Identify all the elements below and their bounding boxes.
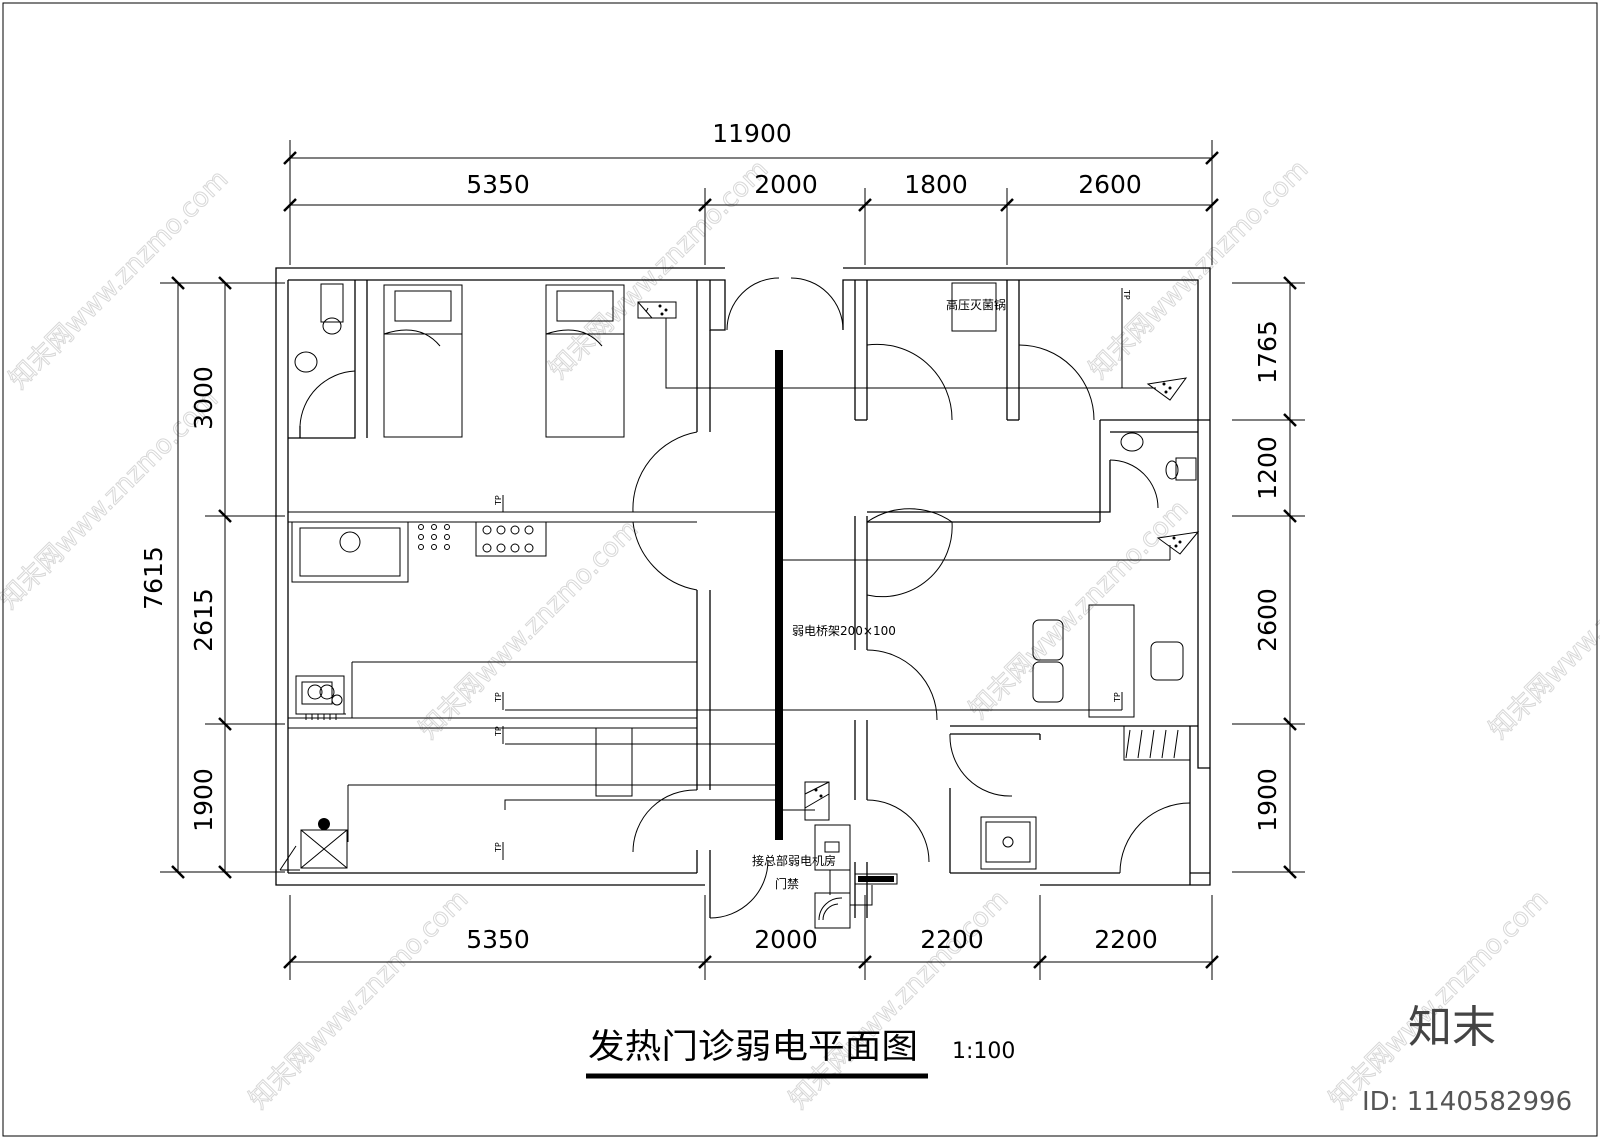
cabinet (595, 727, 633, 797)
doors (299, 277, 1191, 919)
dimension-left-total: 7615 (139, 546, 168, 610)
tp-label: TP (494, 495, 503, 506)
dimension-right: 1765 1200 2600 1900 (1232, 276, 1305, 879)
wiring (347, 300, 1171, 906)
desk (1088, 604, 1135, 718)
wireless-ap-1 (637, 301, 677, 319)
network-cabinet (814, 824, 851, 871)
tp-label: TP (494, 726, 503, 737)
tp-label: TP (1113, 692, 1122, 703)
dimension-left-2: 2615 (189, 588, 218, 652)
access-control-unit (814, 892, 851, 929)
dimension-bottom: 5350 2000 2200 2200 (283, 895, 1219, 980)
furniture (291, 282, 1197, 870)
dimension-bottom-2: 2000 (754, 925, 818, 954)
watermark-text: 知末网www.znzmo.com (544, 154, 775, 385)
drawing-title: 发热门诊弱电平面图 (588, 1027, 918, 1067)
outlet-panel-small (418, 524, 450, 550)
access-control-label: 门禁 (775, 876, 799, 891)
watermark-text: 知末网www.znzmo.com (1324, 884, 1555, 1115)
dimension-right-1: 1765 (1253, 320, 1282, 384)
dimension-top-2: 2000 (754, 170, 818, 199)
wireless-ap-2 (1146, 377, 1188, 401)
dimension-left-3: 1900 (189, 768, 218, 832)
scale-label: 1:100 (952, 1039, 1015, 1064)
tp-markers: TP TP TP TP TP TP (494, 288, 1131, 860)
dimension-top-3: 1800 (904, 170, 968, 199)
chair-1 (1032, 619, 1064, 661)
toilet-fixture (320, 283, 344, 323)
watermark-text: 知末网www.znzmo.com (964, 494, 1195, 725)
dimension-bottom-1: 5350 (466, 925, 530, 954)
dimension-right-3: 2600 (1253, 588, 1282, 652)
utility-sink (980, 816, 1037, 870)
tp-label: TP (494, 842, 503, 853)
shelving-rack (1123, 725, 1191, 761)
dimension-bottom-4: 2200 (1094, 925, 1158, 954)
dimension-left: 7615 3000 2615 1900 (139, 276, 285, 879)
bed-1 (383, 284, 463, 438)
dimension-top-total: 11900 (712, 119, 792, 148)
chair-3 (1150, 641, 1184, 681)
bed-2 (545, 284, 625, 438)
tp-label: TP (1122, 289, 1131, 300)
watermark-text: 知末网www.znzmo.com (4, 164, 235, 395)
counter-sink (291, 521, 409, 583)
brand-logo-text: 知末 (1408, 1002, 1496, 1053)
watermark-text: 知末网www.znzmo.com (784, 884, 1015, 1115)
dimension-right-2: 1200 (1253, 436, 1282, 500)
wireless-ap-3 (1156, 531, 1200, 555)
outlet-panel-large (475, 521, 547, 557)
card-reader (854, 873, 898, 885)
autoclave-fixture (951, 282, 997, 332)
image-id-label: ID: 1140582996 (1362, 1087, 1572, 1117)
dimension-bottom-3: 2200 (920, 925, 984, 954)
dimension-right-4: 1900 (1253, 768, 1282, 832)
dimension-left-1: 3000 (189, 366, 218, 430)
chair-2 (1032, 661, 1064, 703)
dimension-top-4: 2600 (1078, 170, 1142, 199)
connect-room-label: 接总部弱电机房 (752, 853, 836, 868)
autoclave-label: 高压灭菌锅 (946, 297, 1006, 312)
cable-tray (775, 350, 783, 840)
cable-tray-label: 弱电桥架200×100 (792, 624, 896, 638)
dimension-top: 11900 5350 2000 1800 2600 (283, 119, 1219, 265)
tp-label: TP (494, 692, 503, 703)
wireless-ap-4 (804, 781, 830, 821)
washbasin-fixture (294, 351, 318, 373)
watermark-text: 知末网www.znzmo.com (1484, 514, 1600, 745)
watermark-text: 知末网www.znzmo.com (244, 884, 475, 1115)
dimension-top-1: 5350 (466, 170, 530, 199)
devices (279, 301, 1200, 929)
